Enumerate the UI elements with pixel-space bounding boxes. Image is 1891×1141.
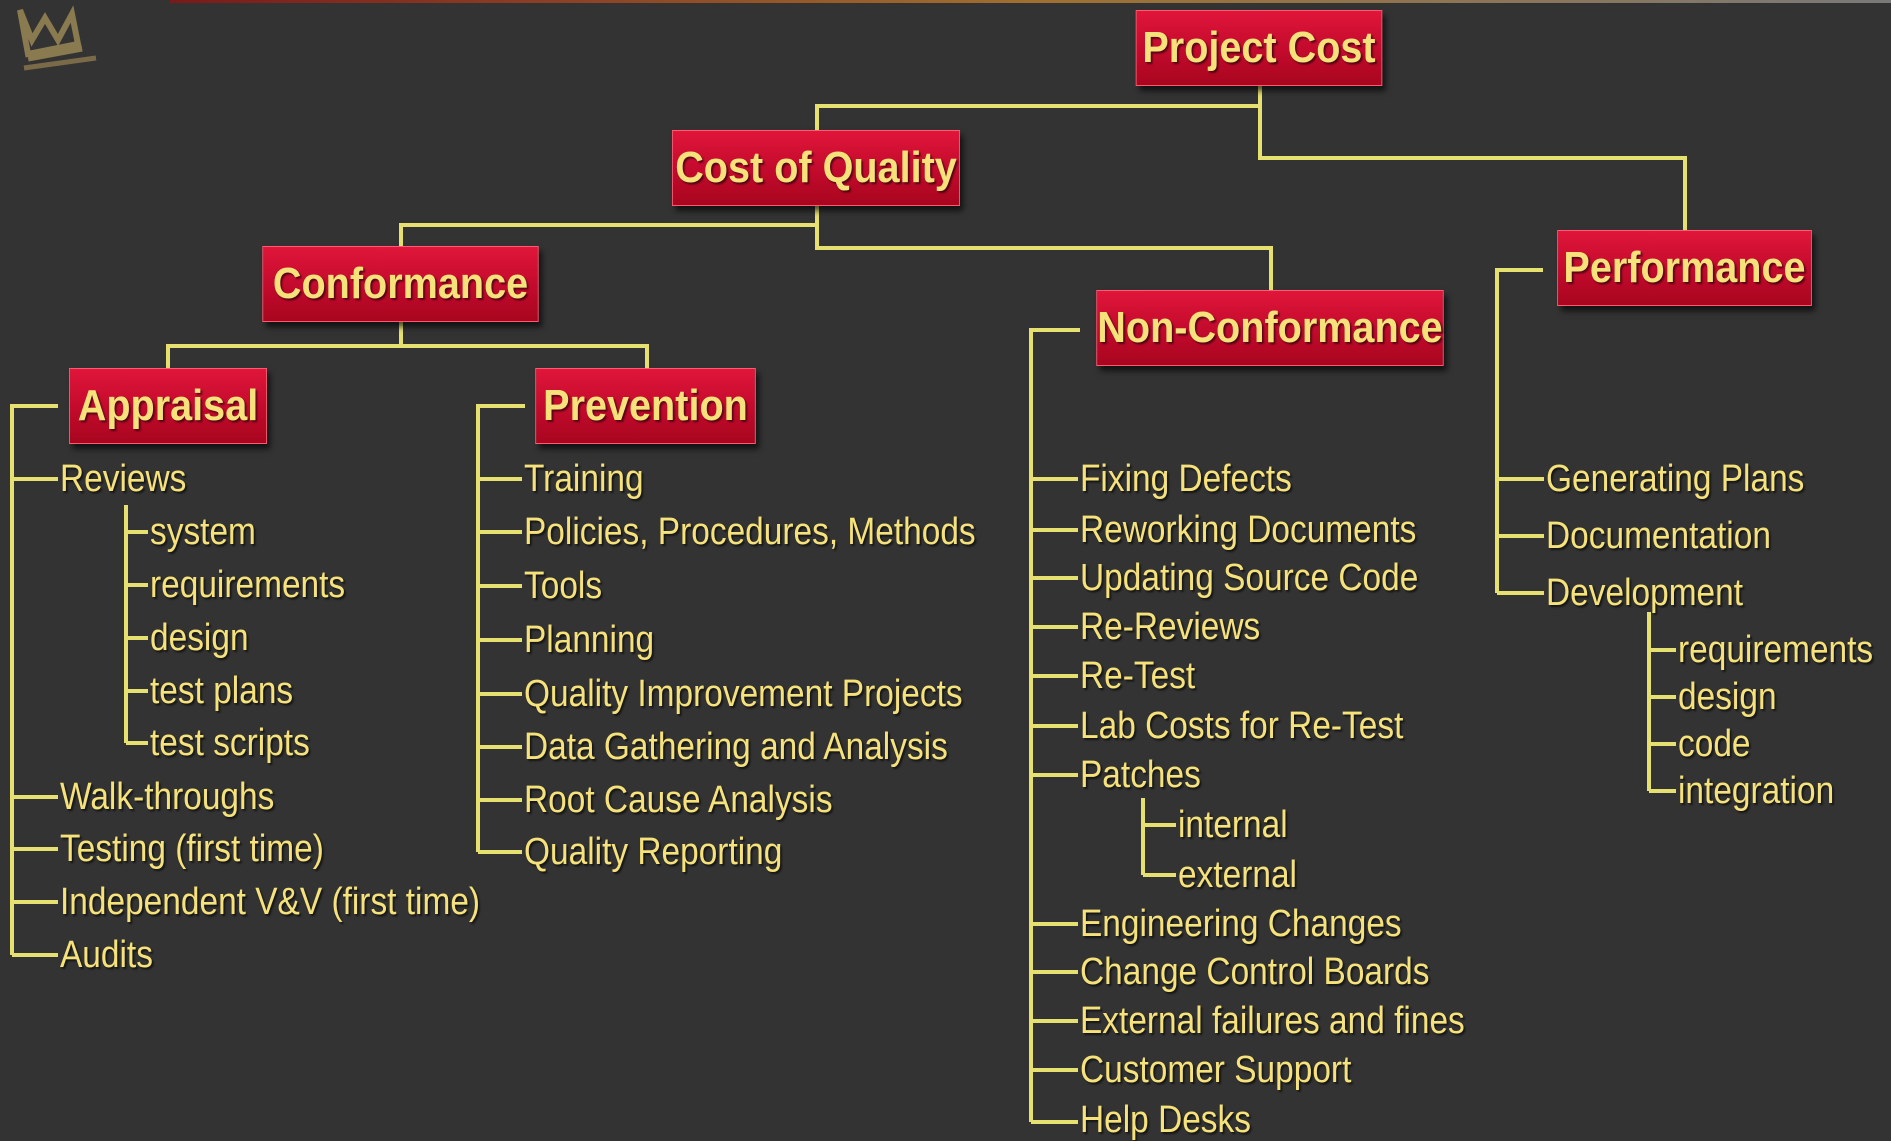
prevention-ticks bbox=[478, 477, 522, 854]
performance-trunk bbox=[1495, 268, 1543, 593]
list-item-prevention: Data Gathering and Analysis bbox=[524, 726, 948, 768]
list-item-nonconformance: Fixing Defects bbox=[1080, 458, 1292, 500]
node-prevention: Prevention bbox=[535, 368, 756, 444]
list-item-performance: Generating Plans bbox=[1546, 458, 1805, 500]
node-conformance: Conformance bbox=[262, 246, 539, 322]
list-item-prevention: Policies, Procedures, Methods bbox=[524, 511, 976, 553]
list-item-appraisal: Walk-throughs bbox=[60, 776, 275, 818]
appraisal-ticks bbox=[12, 477, 58, 957]
list-item-prevention: Training bbox=[524, 458, 644, 500]
list-item-nonconformance: External failures and fines bbox=[1080, 1000, 1465, 1042]
connector-coq-to-nonconformance bbox=[815, 225, 1273, 290]
list-item-nonconformance: Re-Reviews bbox=[1080, 606, 1261, 648]
list-item-prevention: Quality Improvement Projects bbox=[524, 673, 963, 715]
list-item-nonconformance: Customer Support bbox=[1080, 1049, 1352, 1091]
list-item-review-sub: design bbox=[150, 617, 249, 659]
list-item-patch-sub: internal bbox=[1178, 804, 1288, 846]
list-item-development-sub: requirements bbox=[1678, 629, 1874, 671]
list-item-review-sub: test plans bbox=[150, 670, 294, 712]
node-cost-of-quality: Cost of Quality bbox=[672, 130, 960, 206]
list-item-appraisal: Audits bbox=[60, 934, 153, 976]
list-item-development-sub: code bbox=[1678, 723, 1751, 765]
list-item-appraisal: Independent V&V (first time) bbox=[60, 881, 481, 923]
list-item-nonconformance: Engineering Changes bbox=[1080, 903, 1402, 945]
list-item-review-sub: system bbox=[150, 511, 256, 553]
nonconformance-ticks bbox=[1031, 477, 1078, 1124]
node-non-conformance: Non-Conformance bbox=[1096, 290, 1444, 366]
development-ticks bbox=[1649, 648, 1676, 793]
connector-coq-to-conformance bbox=[399, 205, 819, 246]
list-item-prevention: Root Cause Analysis bbox=[524, 779, 833, 821]
nonconformance-trunk bbox=[1029, 328, 1080, 1122]
node-performance: Performance bbox=[1557, 230, 1812, 306]
list-item-review-sub: test scripts bbox=[150, 722, 310, 764]
list-item-nonconformance: Updating Source Code bbox=[1080, 557, 1419, 599]
connector-project-to-coq bbox=[815, 86, 1262, 130]
node-project-cost: Project Cost bbox=[1135, 10, 1383, 86]
list-item-nonconformance: Lab Costs for Re-Test bbox=[1080, 705, 1404, 747]
list-item-development-sub: design bbox=[1678, 676, 1777, 718]
node-appraisal: Appraisal bbox=[69, 368, 267, 444]
patches-ticks bbox=[1143, 823, 1176, 877]
list-item-prevention: Tools bbox=[524, 565, 603, 607]
reviews-ticks bbox=[126, 530, 148, 745]
list-item-prevention: Quality Reporting bbox=[524, 831, 783, 873]
appraisal-trunk bbox=[10, 404, 58, 955]
list-item-nonconformance: Re-Test bbox=[1080, 655, 1196, 697]
list-item-patch-sub: external bbox=[1178, 854, 1297, 896]
list-item-prevention: Planning bbox=[524, 619, 655, 661]
list-item-review-sub: requirements bbox=[150, 564, 346, 606]
list-item-appraisal: Testing (first time) bbox=[60, 828, 324, 870]
list-item-nonconformance: Reworking Documents bbox=[1080, 509, 1417, 551]
list-item-nonconformance: Change Control Boards bbox=[1080, 951, 1430, 993]
list-item-development-sub: integration bbox=[1678, 770, 1835, 812]
list-item-reviews: Reviews bbox=[60, 458, 187, 500]
list-item-performance: Development bbox=[1546, 572, 1744, 614]
top-accent-bar bbox=[170, 0, 1891, 3]
crown-logo-icon bbox=[17, 5, 97, 71]
connector-conformance-to-prevention bbox=[401, 344, 649, 368]
prevention-trunk bbox=[476, 404, 525, 852]
list-item-nonconformance: Patches bbox=[1080, 754, 1201, 796]
list-item-nonconformance: Help Desks bbox=[1080, 1099, 1251, 1141]
performance-ticks bbox=[1497, 477, 1544, 595]
connector-project-to-performance bbox=[1258, 106, 1687, 230]
connector-conformance-to-appraisal bbox=[166, 322, 403, 368]
list-item-performance: Documentation bbox=[1546, 515, 1771, 557]
